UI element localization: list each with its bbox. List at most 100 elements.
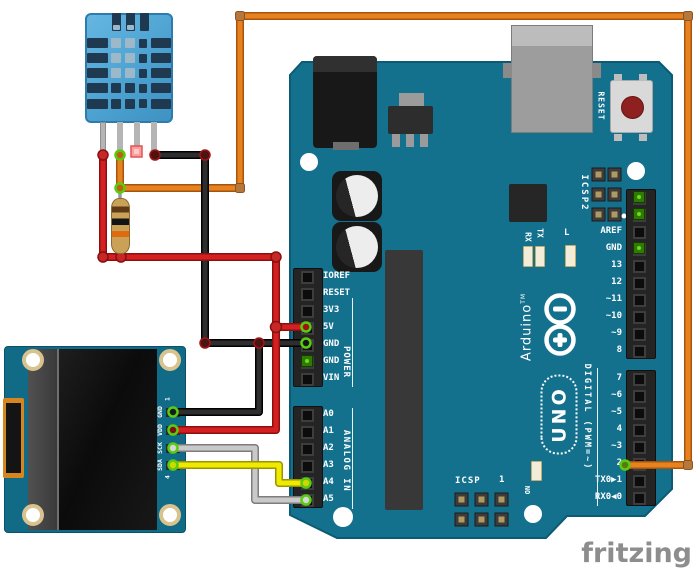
pin-label: ~10 — [605, 310, 622, 321]
pin-label: 13 — [611, 259, 622, 270]
pin-label: RX0◀0 — [594, 491, 622, 502]
on-led — [531, 461, 542, 481]
wire-gray-sck[interactable] — [170, 444, 310, 504]
header-pin[interactable] — [627, 309, 655, 326]
pin-label: VIN — [323, 372, 340, 383]
atmega-chip — [385, 250, 423, 510]
header-pin[interactable] — [627, 275, 655, 292]
header-pin[interactable] — [294, 269, 322, 286]
header-pin[interactable] — [294, 441, 322, 458]
usb-controller-chip — [509, 184, 547, 222]
voltage-regulator-body — [388, 106, 433, 134]
pin-label: A2 — [323, 442, 334, 453]
pin-label: IOREF — [323, 270, 351, 281]
pin-label: A3 — [323, 459, 334, 470]
usb-connector[interactable] — [511, 25, 593, 133]
oled-glass-strip — [28, 349, 57, 530]
power-pin-labels: IOREF RESET 3V3 5V GND GND VIN — [323, 268, 383, 387]
header-pin[interactable] — [627, 473, 655, 490]
header-pin[interactable] — [627, 422, 655, 439]
voltage-regulator — [399, 93, 424, 108]
header-pin[interactable] — [627, 292, 655, 309]
usb-tab-right — [592, 63, 601, 78]
header-pin[interactable] — [294, 407, 322, 424]
header-pin[interactable] — [627, 258, 655, 275]
usb-top-cap — [512, 26, 592, 46]
tx-led — [535, 246, 545, 267]
oled-mount-hole — [159, 349, 181, 371]
reset-button-cap[interactable] — [621, 96, 644, 119]
pin-label: ~11 — [605, 293, 622, 304]
mount-hole — [627, 162, 645, 180]
header-pin[interactable] — [627, 371, 655, 388]
wire-yellow-sda[interactable] — [170, 461, 310, 487]
oled-mount-hole — [22, 504, 44, 526]
pin-label: A5 — [323, 493, 334, 504]
icsp-header — [454, 492, 509, 527]
oled-ribbon-connector — [3, 398, 24, 478]
arduino-logo-icon — [544, 293, 576, 356]
pin-label: GND — [323, 355, 340, 366]
pin-label: A0 — [323, 408, 334, 419]
pin-label: 7 — [616, 372, 622, 383]
capacitor — [332, 222, 382, 272]
usb-tab-left — [503, 63, 512, 78]
reset-button[interactable] — [610, 74, 653, 141]
mount-hole — [524, 505, 542, 523]
pin-label: ~3 — [611, 440, 622, 451]
wire-bendpoints[interactable] — [235, 11, 693, 470]
l-led-label: L — [564, 228, 570, 238]
header-pin[interactable] — [294, 303, 322, 320]
capacitor — [332, 171, 382, 221]
pin-label: GND — [323, 338, 340, 349]
digital-bracket — [597, 368, 598, 506]
pin-label: A1 — [323, 425, 334, 436]
pin-label: GND — [605, 242, 622, 253]
green-header-pins — [301, 191, 645, 367]
wire-black-gnd[interactable] — [151, 151, 310, 416]
header-pin[interactable] — [294, 286, 322, 303]
nc-pin-marker — [130, 145, 143, 158]
header-pin[interactable] — [627, 388, 655, 405]
pin-label: A4 — [323, 476, 334, 487]
icsp-label: ICSP — [455, 476, 481, 486]
header-pin[interactable] — [627, 405, 655, 422]
pin-label: 5V — [323, 321, 334, 332]
header-pin[interactable] — [627, 224, 655, 241]
barrel-jack[interactable] — [313, 56, 377, 150]
header-pin[interactable] — [627, 490, 655, 507]
pin-label: RESET — [323, 287, 351, 298]
pin-label: AREF — [600, 225, 622, 236]
oled-mount-hole — [22, 349, 44, 371]
icsp2-header — [591, 167, 627, 222]
header-pin[interactable] — [294, 371, 322, 388]
pin-label: 12 — [611, 276, 622, 287]
regulator-legs — [392, 134, 400, 147]
header-pin[interactable] — [294, 424, 322, 441]
dht11-sensor[interactable] — [85, 13, 173, 123]
header-pin[interactable] — [627, 343, 655, 360]
analog-header — [293, 405, 323, 508]
connection-dots[interactable] — [114, 149, 631, 506]
header-pin[interactable] — [627, 326, 655, 343]
mount-hole — [300, 153, 318, 171]
header-pin[interactable] — [294, 458, 322, 475]
analog-bracket — [352, 408, 353, 509]
pin-label: TX0▶1 — [594, 474, 622, 485]
header-pin[interactable] — [627, 439, 655, 456]
dht11-grid — [112, 13, 121, 31]
barrel-jack-top — [313, 56, 377, 72]
pin-label: ~6 — [611, 389, 622, 400]
pin-label: 2 — [616, 457, 622, 468]
barrel-jack-tab — [333, 142, 359, 150]
junction-dots[interactable] — [97, 149, 283, 349]
pullup-resistor[interactable] — [111, 198, 130, 254]
pin-label: 3V3 — [323, 304, 340, 315]
pin-label: ~9 — [611, 327, 622, 338]
fritzing-watermark: fritzing — [581, 538, 692, 569]
